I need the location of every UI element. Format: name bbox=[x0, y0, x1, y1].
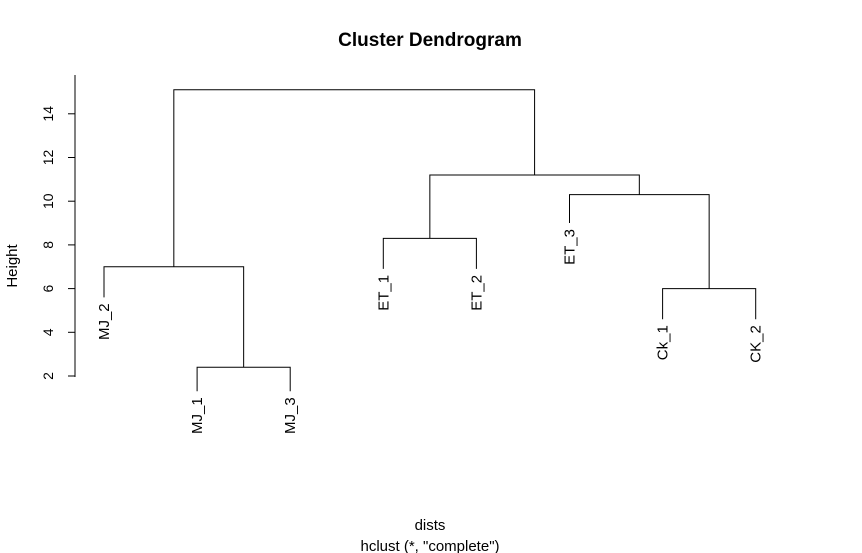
dendrogram-link bbox=[662, 288, 757, 320]
leaf-label: MJ_3 bbox=[282, 397, 299, 434]
y-tick-label: 4 bbox=[40, 328, 56, 336]
leaf-label: ET_1 bbox=[375, 275, 392, 311]
y-tick-label: 6 bbox=[40, 284, 56, 292]
dendrogram-links bbox=[103, 89, 757, 392]
leaf-label: MJ_2 bbox=[96, 303, 113, 340]
dendrogram-link bbox=[103, 266, 245, 368]
y-tick-label: 2 bbox=[40, 372, 56, 380]
y-tick-label: 10 bbox=[40, 193, 56, 209]
dendrogram-link bbox=[429, 174, 640, 239]
y-tick-label: 12 bbox=[40, 150, 56, 166]
leaf-label: ET_3 bbox=[562, 229, 579, 265]
leaf-labels: MJ_2MJ_1 MJ_3 ET_1 ET_2 ET_3Ck_1 CK_2 bbox=[96, 229, 765, 434]
leaf-label: Ck_1 bbox=[655, 325, 672, 360]
leaf-label: MJ_1 bbox=[189, 397, 206, 434]
x-axis-sublabel: hclust (*, "complete") bbox=[360, 538, 499, 553]
x-axis-label: dists bbox=[415, 517, 446, 534]
dendrogram-link bbox=[173, 89, 536, 267]
dendrogram-link bbox=[569, 194, 710, 289]
chart-title: Cluster Dendrogram bbox=[338, 30, 522, 51]
y-tick-label: 14 bbox=[40, 106, 56, 122]
leaf-label: ET_2 bbox=[468, 275, 485, 311]
y-ticks: 2 4 6 8 10 12 14 bbox=[40, 106, 75, 380]
dendrogram-link bbox=[382, 237, 477, 269]
y-axis-label: Height bbox=[4, 243, 21, 287]
leaf-label: CK_2 bbox=[748, 325, 765, 363]
dendrogram-link bbox=[196, 366, 291, 392]
y-tick-label: 8 bbox=[40, 241, 56, 249]
